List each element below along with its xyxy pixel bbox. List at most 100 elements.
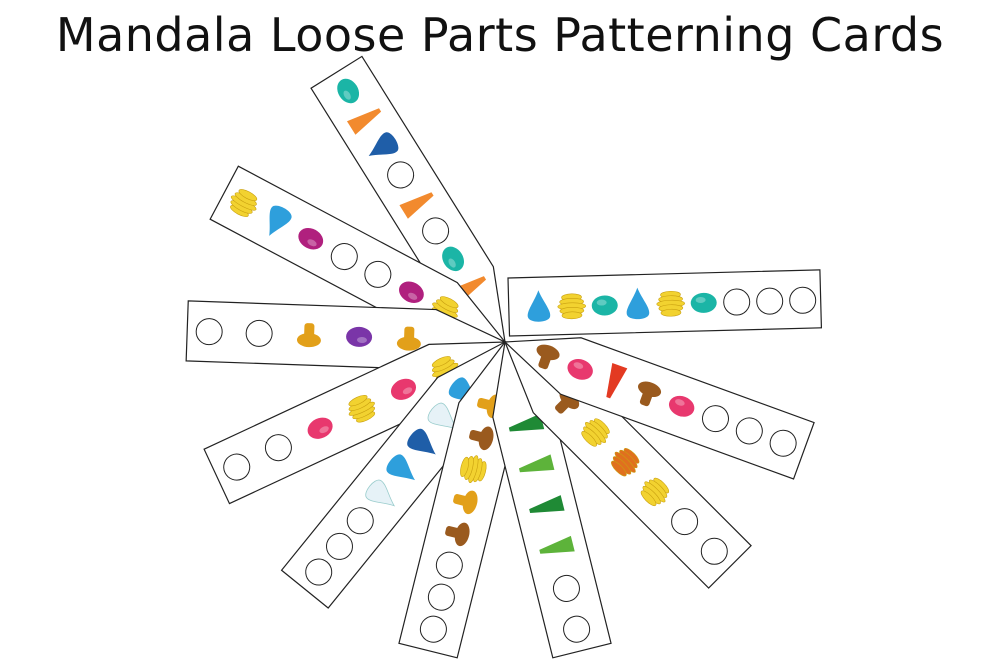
circle-piece-icon [769,429,797,457]
ellipse-piece-icon [307,417,333,439]
card-slot [529,495,565,514]
beehive-piece-icon [640,477,670,507]
card-slot [460,455,487,484]
drop-piece-icon [427,402,458,430]
drop-piece-icon [368,132,399,156]
card-slot [769,429,797,457]
beehive-piece-icon [557,293,587,320]
card-slot [330,243,358,271]
card-slot [348,395,376,423]
circle-piece-icon [419,615,447,643]
ellipse-piece-icon [668,395,695,417]
circle-piece-icon [671,508,699,536]
card-slot [390,378,417,400]
card-slot [264,434,292,462]
card-slot [756,287,784,315]
circle-piece-icon [435,551,463,579]
circle-piece-icon [756,287,784,315]
circle-piece-icon [427,583,455,611]
card-slot [346,326,373,347]
circle-piece-icon [364,260,392,288]
circle-piece-icon [245,319,273,347]
card-slot [427,583,455,611]
card-slot [701,405,729,433]
card-slot [346,507,374,535]
card-slot [195,318,223,346]
circle-piece-icon [387,161,415,189]
pattern-card-straight [507,269,823,337]
card-slot [735,417,763,445]
card-slot [671,508,699,536]
card-slot [407,428,436,455]
card-slot [435,551,463,579]
card-slot [591,295,618,316]
ellipse-piece-icon [690,292,717,313]
beehive-piece-icon [230,189,258,217]
mushroom-piece-icon [296,323,321,348]
pattern-card [310,55,506,344]
ellipse-piece-icon [337,78,360,104]
pattern-card [280,340,506,609]
card-slot [307,417,333,439]
drop-piece-icon [407,428,436,455]
card-slot [563,615,591,643]
card-slot [656,290,686,317]
pattern-card [503,340,752,589]
card-slot [539,535,575,554]
circle-piece-icon [325,532,353,560]
pattern-card [503,337,815,480]
card-slot [445,522,470,547]
beehive-piece-icon [348,395,376,423]
circle-piece-icon [723,288,751,316]
ellipse-piece-icon [591,295,618,316]
card-slot [223,453,251,481]
card-slot [442,246,464,272]
card-slot [469,426,494,451]
card-slot [399,281,424,303]
card-slot [638,381,662,407]
circle-piece-icon [305,558,333,586]
beehive-piece-icon [460,455,487,484]
circle-piece-icon [264,434,292,462]
card-slot [386,454,416,481]
ellipse-piece-icon [346,326,373,347]
card-slot [365,479,396,507]
card-slot [427,402,458,430]
card-slot [626,287,650,320]
pattern-card [203,341,507,505]
card-slot [325,532,353,560]
circle-piece-icon [223,453,251,481]
ellipse-piece-icon [390,378,417,400]
cone-piece-icon [518,454,555,473]
card-slot [298,227,324,250]
beehive-piece-icon [656,290,686,317]
beehive-piece-icon [611,448,640,477]
card-slot [269,205,292,236]
cone-piece-icon [606,362,628,399]
circle-piece-icon [563,615,591,643]
circle-piece-icon [346,507,374,535]
circle-piece-icon [195,318,223,346]
card-slot [611,448,640,477]
card-slot [723,288,751,316]
cone-piece-icon [529,495,565,514]
cone-piece-icon [508,413,545,432]
circle-piece-icon [701,405,729,433]
cone-piece-icon [539,535,575,554]
card-slot [668,395,695,417]
circle-piece-icon [700,537,728,565]
ellipse-piece-icon [399,281,424,303]
drop-piece-icon [386,454,416,481]
card-slot [422,217,450,245]
circle-piece-icon [552,574,580,602]
cone-piece-icon [399,192,434,219]
card-slot [518,454,555,473]
pattern-card [492,340,612,659]
card-slot [552,574,580,602]
circle-piece-icon [330,243,358,271]
card-slot [387,161,415,189]
card-slot [305,558,333,586]
card-slot [508,413,545,432]
